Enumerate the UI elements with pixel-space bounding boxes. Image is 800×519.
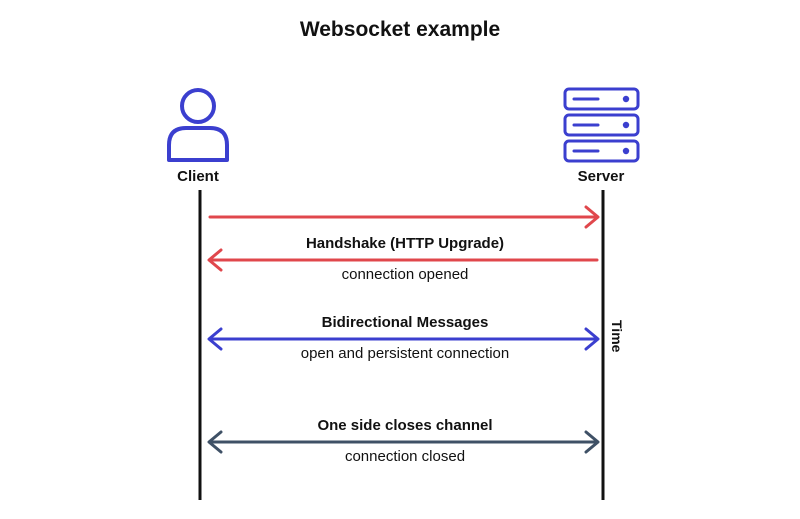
bidirectional-messages-arrow	[207, 327, 600, 351]
close-channel-sublabel: connection closed	[344, 448, 466, 465]
server-icon	[563, 87, 640, 163]
time-axis-label: Time	[609, 320, 625, 353]
bidirectional-label: Bidirectional Messages	[321, 314, 489, 331]
server-label: Server	[577, 168, 625, 185]
client-label: Client	[177, 168, 219, 185]
handshake-label: Handshake (HTTP Upgrade)	[305, 235, 505, 252]
user-icon	[167, 88, 229, 162]
handshake-request-arrow	[208, 205, 600, 229]
diagram-title: Websocket example	[299, 18, 501, 41]
close-channel-arrow	[207, 430, 600, 454]
bidirectional-sublabel: open and persistent connection	[300, 345, 510, 362]
handshake-sublabel: connection opened	[341, 266, 469, 283]
close-channel-label: One side closes channel	[317, 417, 493, 434]
handshake-response-arrow	[207, 248, 599, 272]
